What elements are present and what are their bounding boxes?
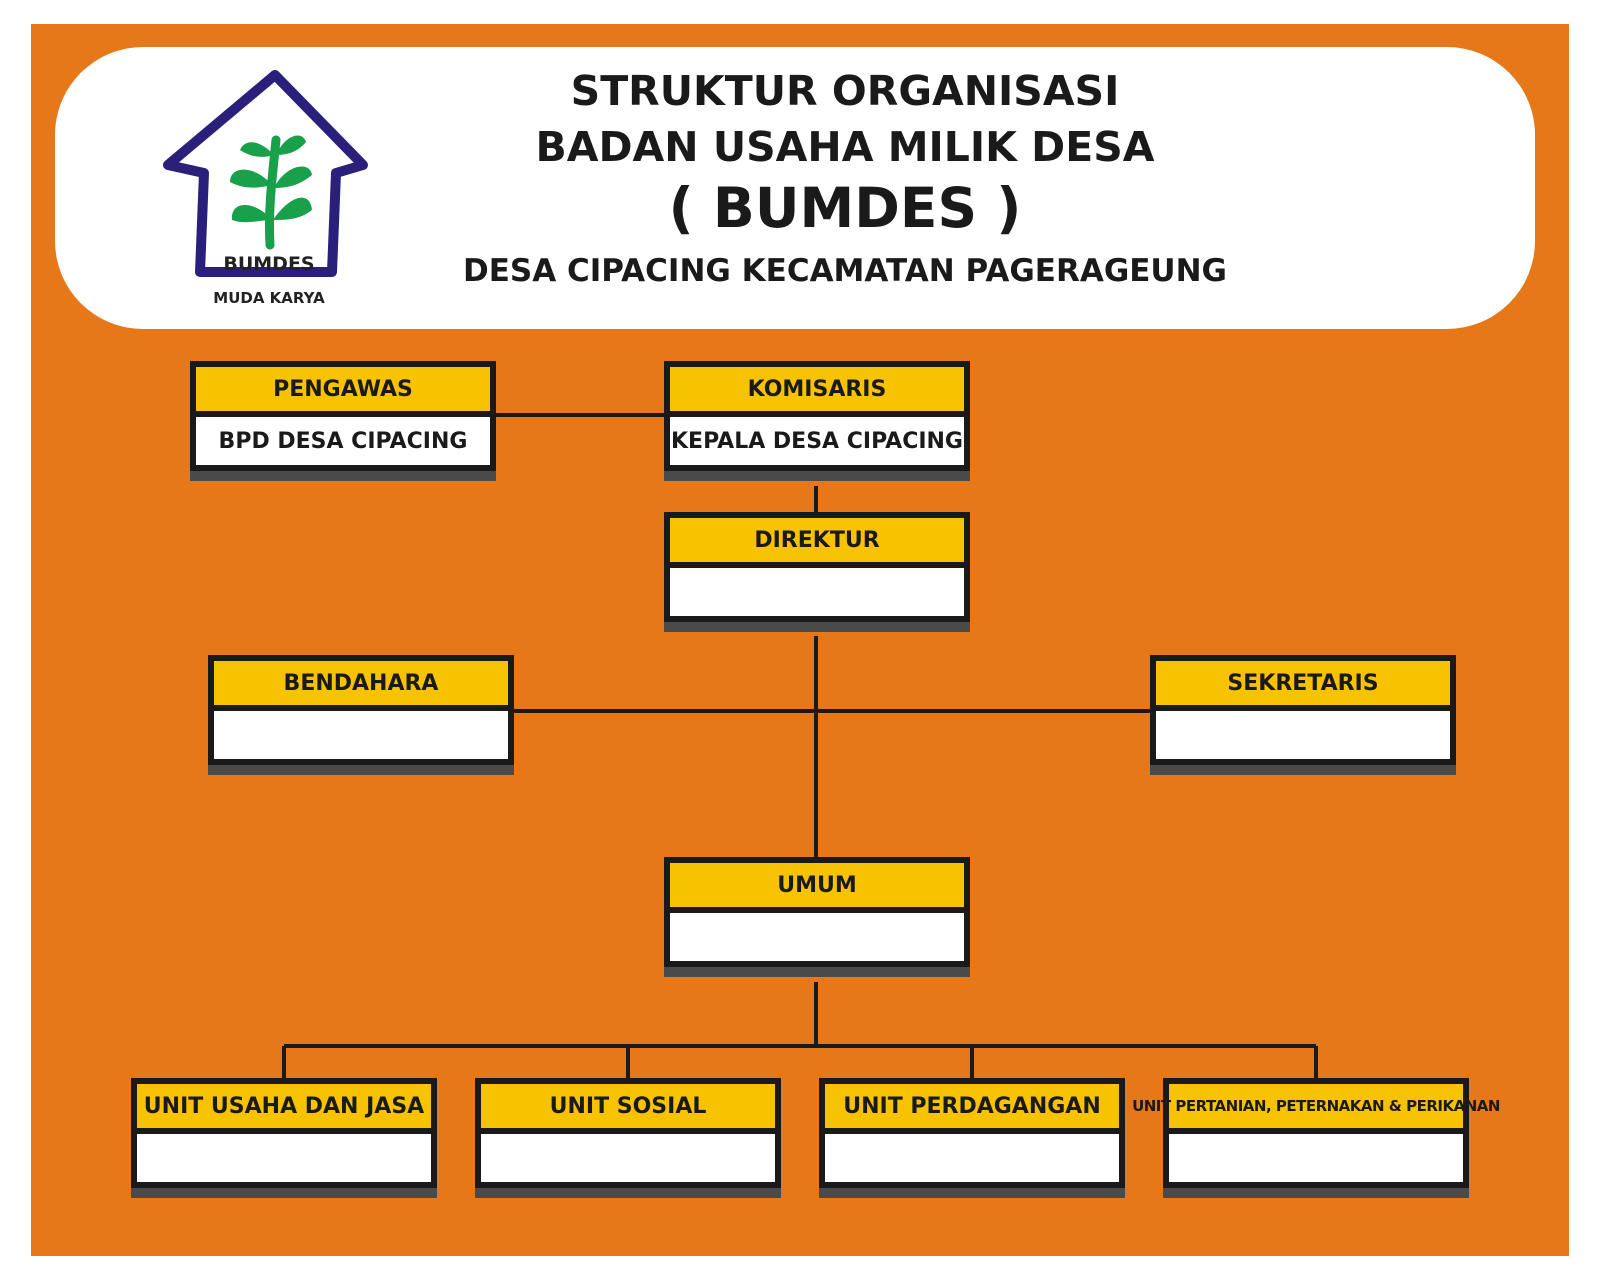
box-title: PENGAWAS	[196, 367, 490, 411]
title-line-4: DESA CIPACING KECAMATAN PAGERAGEUNG	[462, 253, 1227, 289]
org-box-bendahara: BENDAHARA	[208, 655, 514, 765]
box-value: KEPALA DESA CIPACING	[670, 417, 964, 465]
org-box-unit-pertanian: UNIT PERTANIAN, PETERNAKAN & PERIKANAN	[1132, 1078, 1500, 1188]
box-title: DIREKTUR	[670, 518, 964, 562]
title-line-1: STRUKTUR ORGANISASI	[570, 67, 1120, 115]
box-value	[670, 568, 964, 616]
box-title: UNIT SOSIAL	[481, 1084, 775, 1128]
box-value: BPD DESA CIPACING	[196, 417, 490, 465]
logo-subtitle: MUDA KARYA	[213, 289, 325, 307]
box-value	[670, 913, 964, 961]
header-panel	[55, 47, 1535, 329]
title-line-3: ( BUMDES )	[668, 176, 1022, 240]
org-box-sekretaris: SEKRETARIS	[1150, 655, 1456, 765]
box-title: SEKRETARIS	[1156, 661, 1450, 705]
org-box-direktur: DIREKTUR	[664, 512, 970, 622]
box-value	[825, 1134, 1119, 1182]
org-box-unit-sosial: UNIT SOSIAL	[475, 1078, 781, 1188]
box-title: UNIT USAHA DAN JASA	[137, 1084, 431, 1128]
box-title: UNIT PERDAGANGAN	[825, 1084, 1119, 1128]
logo-name: BUMDES	[223, 253, 315, 275]
org-box-pengawas: PENGAWAS BPD DESA CIPACING	[190, 361, 496, 471]
title-line-2: BADAN USAHA MILIK DESA	[535, 123, 1155, 171]
org-box-unit-perdagangan: UNIT PERDAGANGAN	[819, 1078, 1125, 1188]
box-title: BENDAHARA	[214, 661, 508, 705]
box-title: KOMISARIS	[670, 367, 964, 411]
box-title: UNIT PERTANIAN, PETERNAKAN & PERIKANAN	[1132, 1084, 1500, 1128]
box-value	[481, 1134, 775, 1182]
org-box-umum: UMUM	[664, 857, 970, 967]
box-value	[1169, 1134, 1463, 1182]
org-box-unit-usaha-jasa: UNIT USAHA DAN JASA	[131, 1078, 437, 1188]
org-box-komisaris: KOMISARIS KEPALA DESA CIPACING	[664, 361, 970, 471]
box-value	[214, 711, 508, 759]
box-title: UMUM	[670, 863, 964, 907]
box-value	[1156, 711, 1450, 759]
box-value	[137, 1134, 431, 1182]
house-tree-icon	[163, 70, 368, 277]
